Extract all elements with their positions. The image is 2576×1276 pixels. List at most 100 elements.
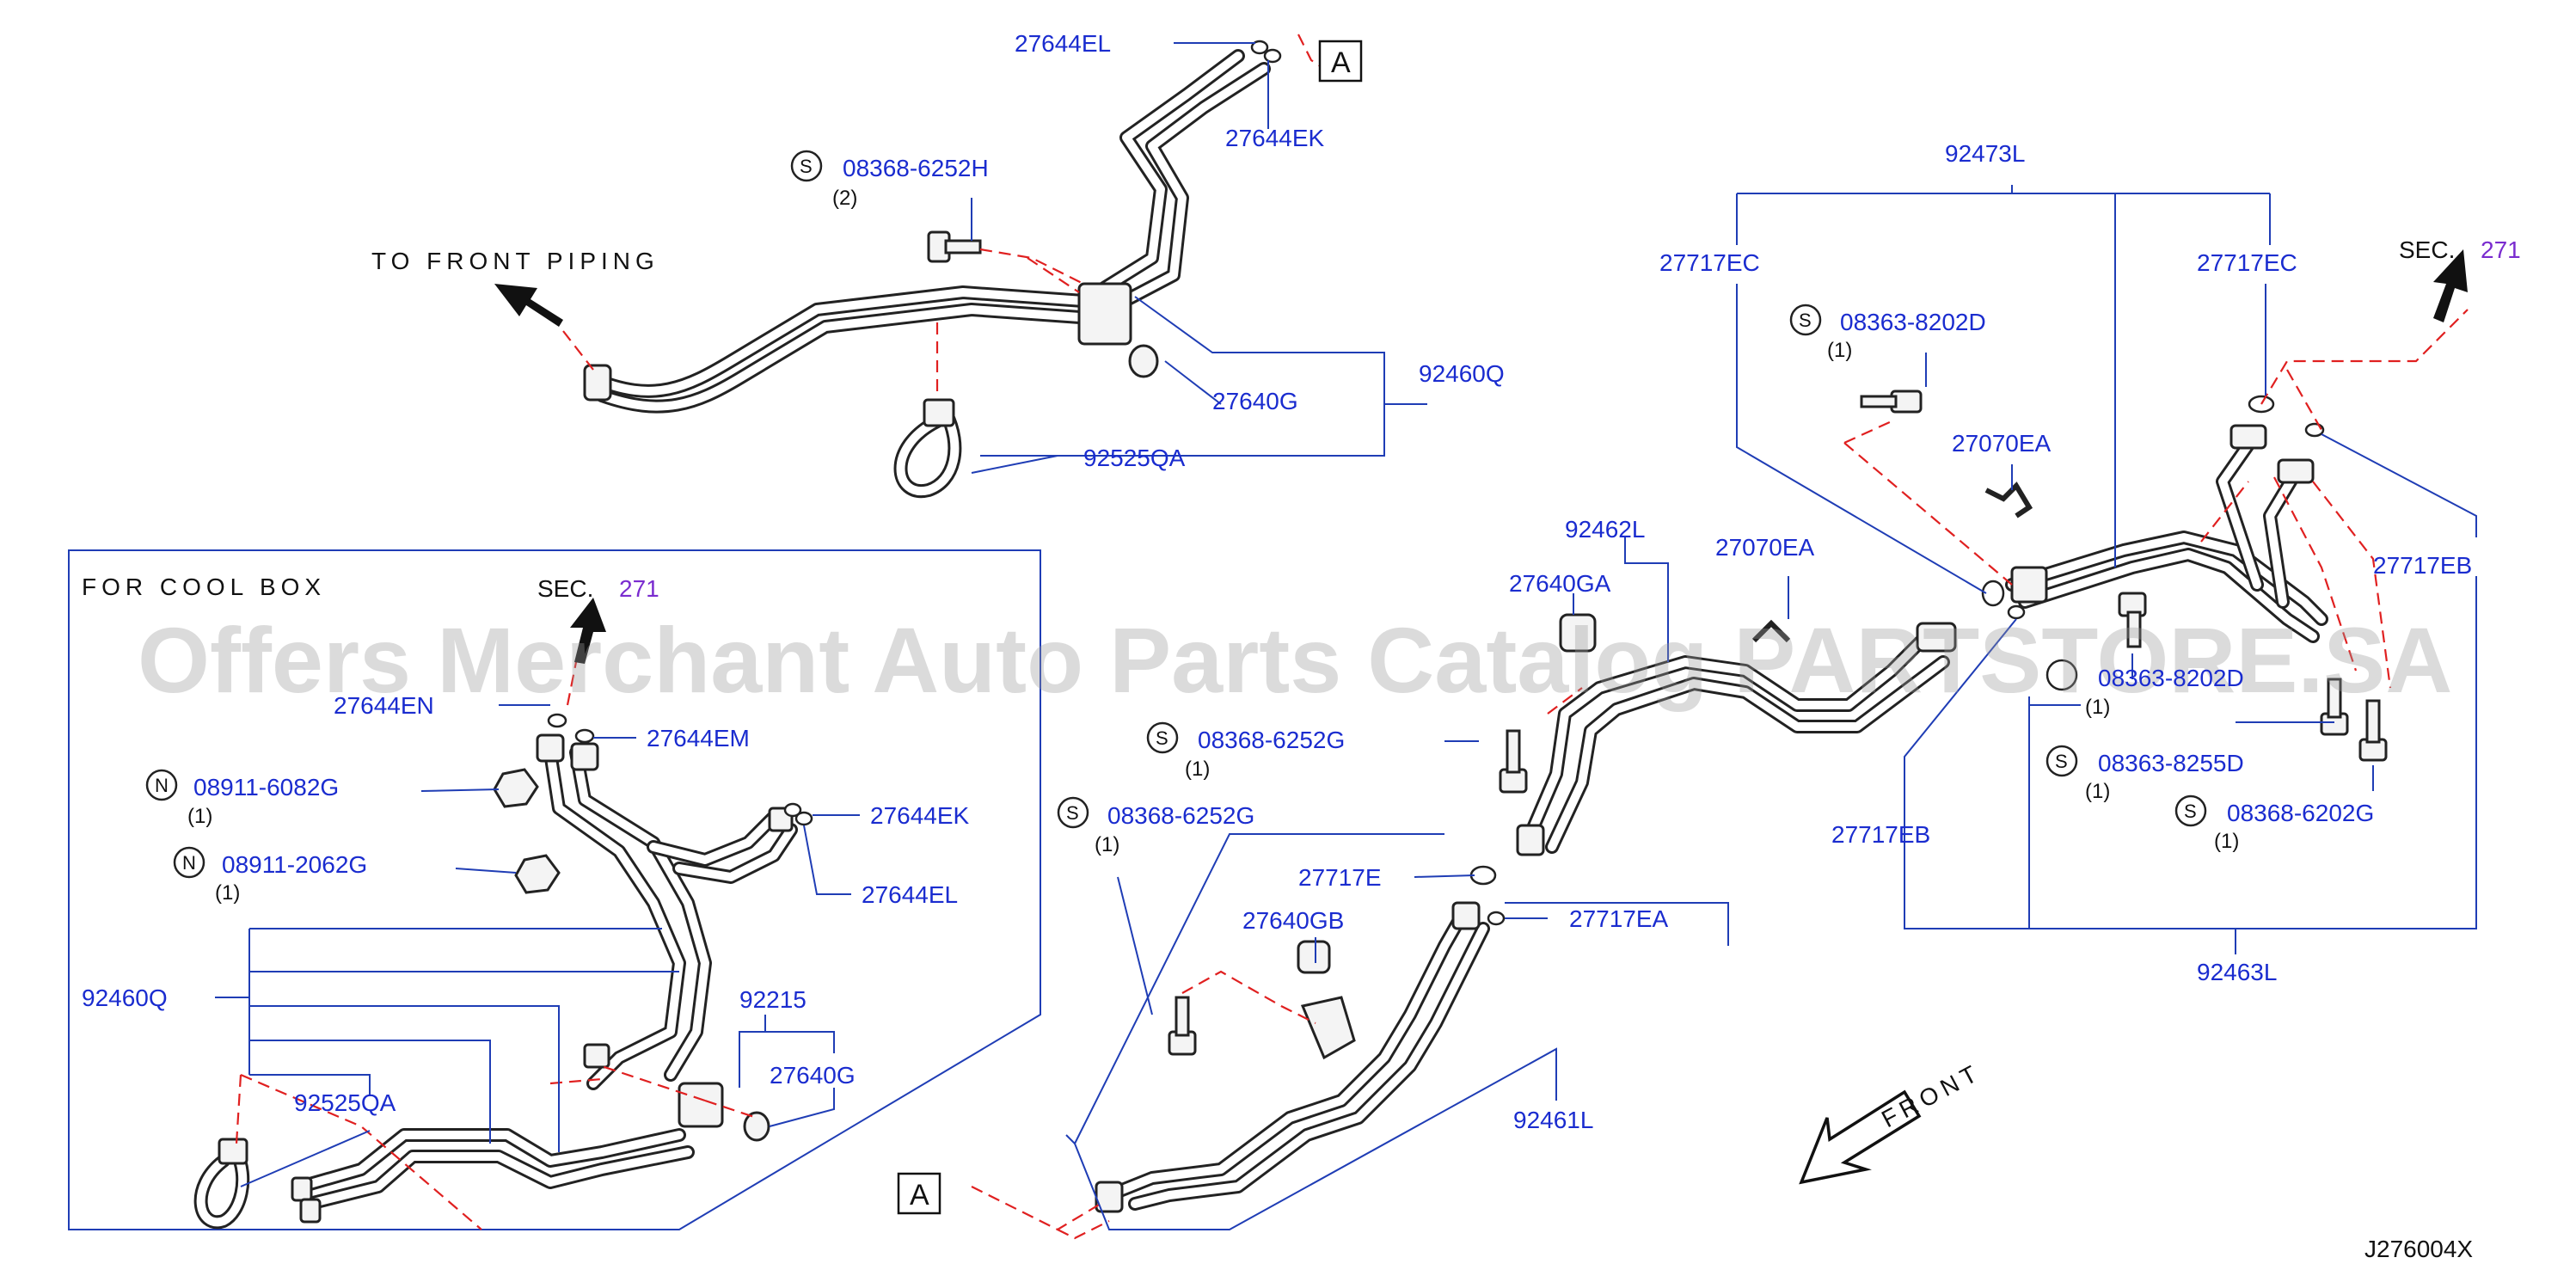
grommet-27640GA (1559, 613, 1597, 653)
front-pipe-assembly (583, 49, 1271, 414)
qty-08363-8202D-top: (1) (1827, 339, 1852, 362)
to-front-piping-arrow (494, 284, 563, 327)
label-27640GA: 27640GA (1509, 570, 1611, 597)
label-08368-6252H: 08368-6252H (843, 155, 989, 181)
bolt-08368-6252G-b (1168, 996, 1197, 1056)
o-ring-27644EK-box (783, 802, 802, 818)
symbol-s: S (1066, 802, 1079, 824)
label-front: FRONT (1877, 1058, 1985, 1133)
cool-box-pipe-assembly (291, 733, 798, 1224)
qty-08368-6252G-a: (1) (1185, 758, 1210, 781)
label-27640G-box: 27640G (770, 1062, 856, 1089)
label-sec-num-right: 271 (2481, 236, 2521, 263)
symbol-s: S (1156, 727, 1168, 749)
label-08911-2062G: 08911-2062G (222, 851, 367, 878)
label-27644EL-box: 27644EL (862, 881, 958, 908)
label-92463L: 92463L (2197, 959, 2277, 985)
bolt-08363-8202D-mid (2118, 592, 2147, 648)
cool-box-block (678, 1082, 724, 1128)
nut-08911-6082G (493, 768, 539, 808)
label-27640GB: 27640GB (1242, 907, 1344, 934)
bolt-08363-8202D-top (1860, 390, 1923, 414)
nut-08911-2062G (514, 854, 561, 894)
clip-92525QA-box (193, 1138, 250, 1230)
label-08368-6252G-b: 08368-6252G (1107, 802, 1254, 829)
label-27717EB-right: 27717EB (2373, 552, 2472, 579)
center-joint (1916, 622, 1957, 653)
label-08368-6252G-a: 08368-6252G (1198, 727, 1345, 753)
label-27717EB-left: 27717EB (1831, 821, 1930, 848)
label-92461L: 92461L (1513, 1107, 1593, 1133)
label-92462L: 92462L (1565, 516, 1645, 543)
label-27644EN: 27644EN (334, 692, 434, 719)
clip-27070EA-right (1984, 482, 2033, 518)
clip-27070EA-mid (1751, 619, 1791, 643)
label-08363-8202D-top: 08363-8202D (1840, 309, 1986, 335)
label-sec-num-coolbox: 271 (619, 575, 659, 602)
grommet-27640G-top (1128, 344, 1159, 378)
qty-08368-6252H: (2) (832, 187, 857, 210)
label-92525QA-box: 92525QA (294, 1089, 396, 1116)
label-sec-coolbox: SEC. (537, 575, 593, 602)
label-92525QA-top: 92525QA (1083, 445, 1186, 471)
label-08911-6082G: 08911-6082G (193, 774, 339, 801)
qty-08911-6082G: (1) (187, 805, 212, 828)
label-27070EA-right: 27070EA (1952, 430, 2052, 457)
o-ring-27717EA (1487, 911, 1506, 926)
qty-08363-8255D: (1) (2085, 780, 2110, 803)
o-ring-27644EK-top (1263, 48, 1282, 64)
rear-pipe-assembly (2005, 424, 2328, 643)
o-ring-27717EB-left (2007, 604, 2026, 620)
label-sec-right: SEC. (2399, 236, 2455, 263)
lower-pipe-assembly (1095, 901, 1490, 1213)
label-92215: 92215 (739, 986, 807, 1013)
o-ring-27717EC-left (1981, 580, 2005, 607)
bolt-08368-6202G (2358, 699, 2388, 762)
label-08368-6202G: 08368-6202G (2227, 800, 2374, 826)
label-27717EC-left: 27717EC (1659, 249, 1760, 276)
ref-box-a-top (1318, 40, 1363, 83)
label-92473L: 92473L (1945, 140, 2025, 167)
diagram-code: J276004X (2364, 1236, 2473, 1262)
grommet-27640GB (1297, 940, 1331, 974)
symbol-n: N (182, 852, 196, 874)
pipe-block (2010, 566, 2048, 604)
label-92460Q-box: 92460Q (82, 985, 168, 1011)
symbol-s: S (800, 156, 813, 177)
label-08363-8255D: 08363-8255D (2098, 750, 2244, 776)
symbol-s: S (1799, 310, 1812, 331)
label-27717EA: 27717EA (1569, 905, 1669, 932)
label-08363-8202D-mid: 08363-8202D (2098, 665, 2244, 691)
grommet-27640G-box (743, 1111, 770, 1142)
label-27644EL-top: 27644EL (1015, 30, 1111, 57)
label-27717EC-right: 27717EC (2197, 249, 2297, 276)
label-to-front-piping: TO FRONT PIPING (371, 248, 659, 274)
o-ring-27644EN (547, 713, 567, 728)
qty-08911-2062G: (1) (215, 881, 240, 905)
ref-a-top: A (1331, 46, 1351, 79)
label-27644EM: 27644EM (647, 725, 750, 751)
center-pipe-assembly (1516, 622, 1957, 856)
symbol-s: S (2184, 801, 2197, 822)
label-27717E: 27717E (1298, 864, 1382, 891)
o-ring-27717E (1469, 865, 1497, 886)
pipe-end-fitting (583, 364, 612, 402)
front-arrow (1799, 1089, 1922, 1185)
label-92460Q-top: 92460Q (1419, 360, 1505, 387)
sec-271-arrow-right (2433, 249, 2468, 322)
qty-08363-8202D-mid: (1) (2085, 696, 2110, 719)
pipe-bracket (1077, 282, 1132, 346)
bolt-08368-6252G-a (1499, 729, 1528, 794)
symbol-n: N (155, 775, 169, 796)
label-27644EK-top: 27644EK (1225, 125, 1325, 151)
label-for-cool-box: FOR COOL BOX (82, 574, 326, 600)
ref-box-a-bottom (897, 1172, 941, 1215)
label-27070EA-mid: 27070EA (1715, 534, 1815, 561)
o-ring-27717EB-right (2304, 422, 2325, 438)
qty-08368-6252G-b: (1) (1095, 833, 1119, 856)
label-27640G-top: 27640G (1212, 388, 1298, 414)
qty-08368-6202G: (1) (2214, 830, 2239, 853)
bolt-08368-6252H (927, 230, 982, 263)
label-27644EK-box: 27644EK (870, 802, 970, 829)
